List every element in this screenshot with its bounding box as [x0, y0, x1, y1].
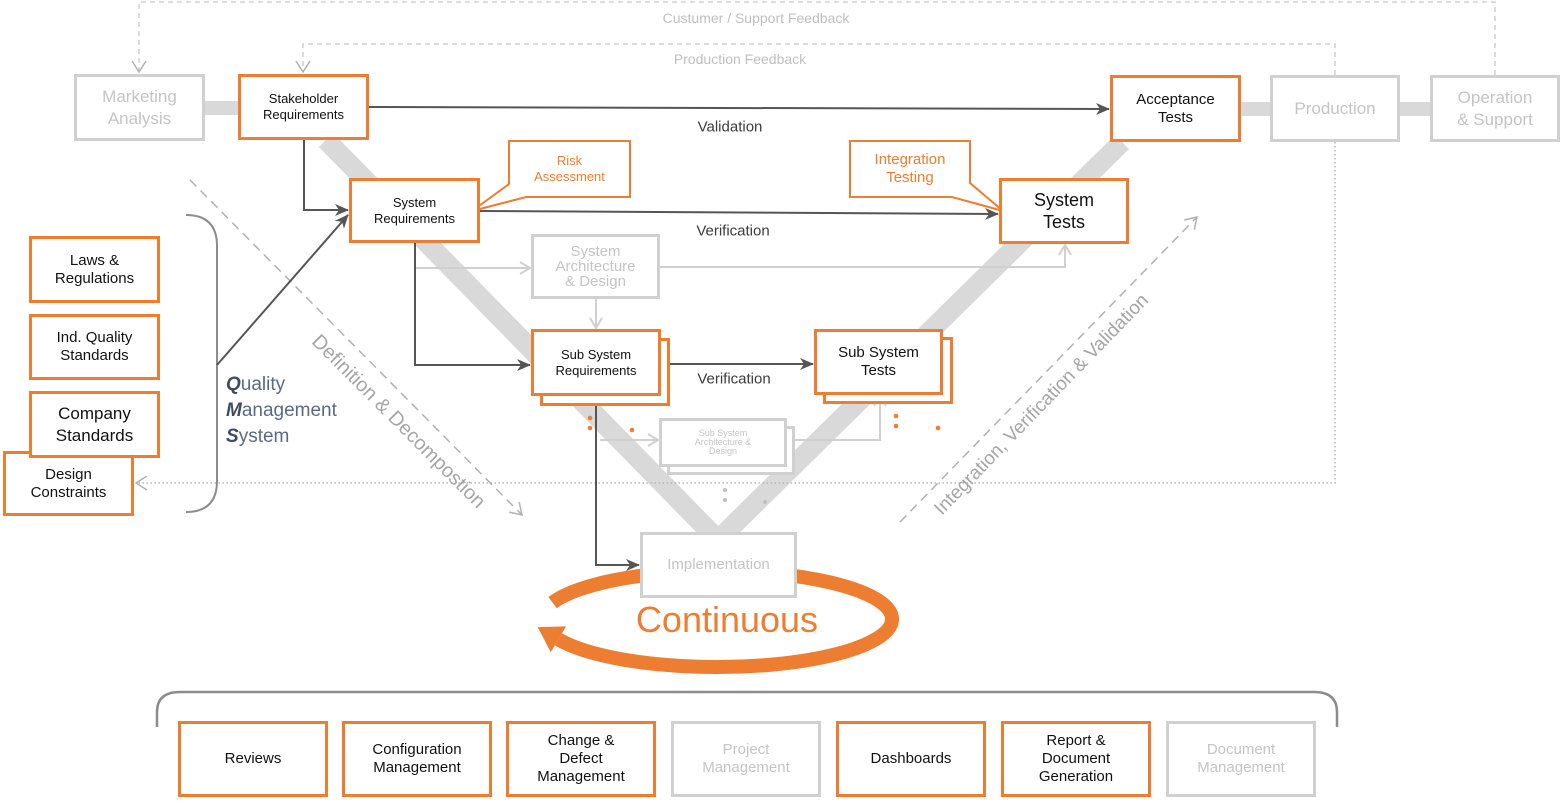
connector-acceptance-production: [1241, 102, 1270, 116]
continuous-label: Continuous: [635, 599, 819, 640]
tools-bracket: [155, 690, 1339, 727]
customer-feedback-label: Custumer / Support Feedback: [662, 10, 850, 26]
continuous-cycle-arrowhead: [537, 626, 566, 653]
arrow-sysreq-to-systests: [479, 207, 999, 220]
operation-support-box: Operation & Support: [1430, 75, 1560, 142]
subsystem-tests-box: Sub System Tests: [814, 329, 943, 395]
risk-assessment-callout-shape: [471, 140, 631, 212]
qms-line-quality: Quality: [226, 374, 286, 395]
continuation-dots-requirements: [587, 415, 635, 433]
customer-feedback-loop: [131, 1, 1496, 75]
production-feedback-label: Production Feedback: [673, 51, 807, 67]
continuation-dots-tests: [893, 413, 941, 431]
continuation-dots-architecture: [723, 488, 767, 504]
definition-decomposition-arrow: [189, 179, 523, 516]
arrow-sysreq-to-subsysreq: [414, 243, 531, 371]
risk-assessment-callout: Risk Assessment: [534, 153, 605, 184]
tool-change-defect-management: Change & Defect Management: [506, 721, 656, 797]
company-standards-box: Company Standards: [29, 391, 160, 458]
system-requirements-box: System Requirements: [349, 178, 480, 243]
quality-management-system-label: Quality Management System: [226, 372, 337, 450]
laws-regulations-box: Laws & Regulations: [29, 236, 160, 303]
production-feedback-loop: [295, 43, 1336, 75]
connector-marketing-stakeholder: [205, 101, 238, 115]
arrow-qms-to-sysreq: [216, 214, 349, 366]
acceptance-tests-box: Acceptance Tests: [1110, 75, 1241, 142]
tool-report-document-generation: Report & Document Generation: [1001, 721, 1151, 797]
tool-document-management: Document Management: [1166, 721, 1316, 797]
system-verification-label: Verification: [696, 222, 770, 240]
arrow-stakeholder-to-sysreq: [303, 140, 349, 216]
stakeholder-requirements-box: Stakeholder Requirements: [238, 74, 369, 140]
subsystem-verification-label: Verification: [697, 370, 771, 388]
quality-standards-box: Ind. Quality Standards: [29, 314, 160, 380]
arrow-sysarch-to-systests: [660, 243, 1072, 268]
validation-label: Validation: [697, 118, 763, 136]
arrow-subsysreq-to-implementation: [595, 396, 640, 571]
integration-validation-arrow: [899, 215, 1198, 523]
design-constraints-feedback: [134, 142, 1336, 491]
design-constraints-box: Design Constraints: [3, 451, 134, 516]
production-box: Production: [1270, 75, 1400, 142]
qms-line-management: Management: [226, 400, 337, 421]
tool-configuration-management: Configuration Management: [342, 721, 492, 797]
system-tests-box: System Tests: [999, 178, 1129, 244]
qms-brace: [185, 214, 218, 513]
tool-reviews: Reviews: [178, 721, 328, 797]
arrow-stakeholder-to-acceptance: [368, 102, 1110, 115]
subsystem-requirements-box: Sub System Requirements: [531, 329, 661, 396]
integration-testing-callout: Integration Testing: [874, 151, 946, 186]
connector-production-operation: [1400, 102, 1430, 116]
tool-project-management: Project Management: [671, 721, 821, 797]
subsystem-architecture-design-box: Sub System Architecture & Design: [659, 418, 787, 467]
marketing-analysis-box: Marketing Analysis: [74, 74, 205, 141]
arrow-subsysarch-to-subsystests: [787, 394, 887, 441]
qms-line-system: System: [226, 426, 290, 447]
system-architecture-design-box: System Architecture & Design: [531, 234, 660, 299]
implementation-box: Implementation: [640, 532, 797, 598]
tool-dashboards: Dashboards: [836, 721, 986, 797]
